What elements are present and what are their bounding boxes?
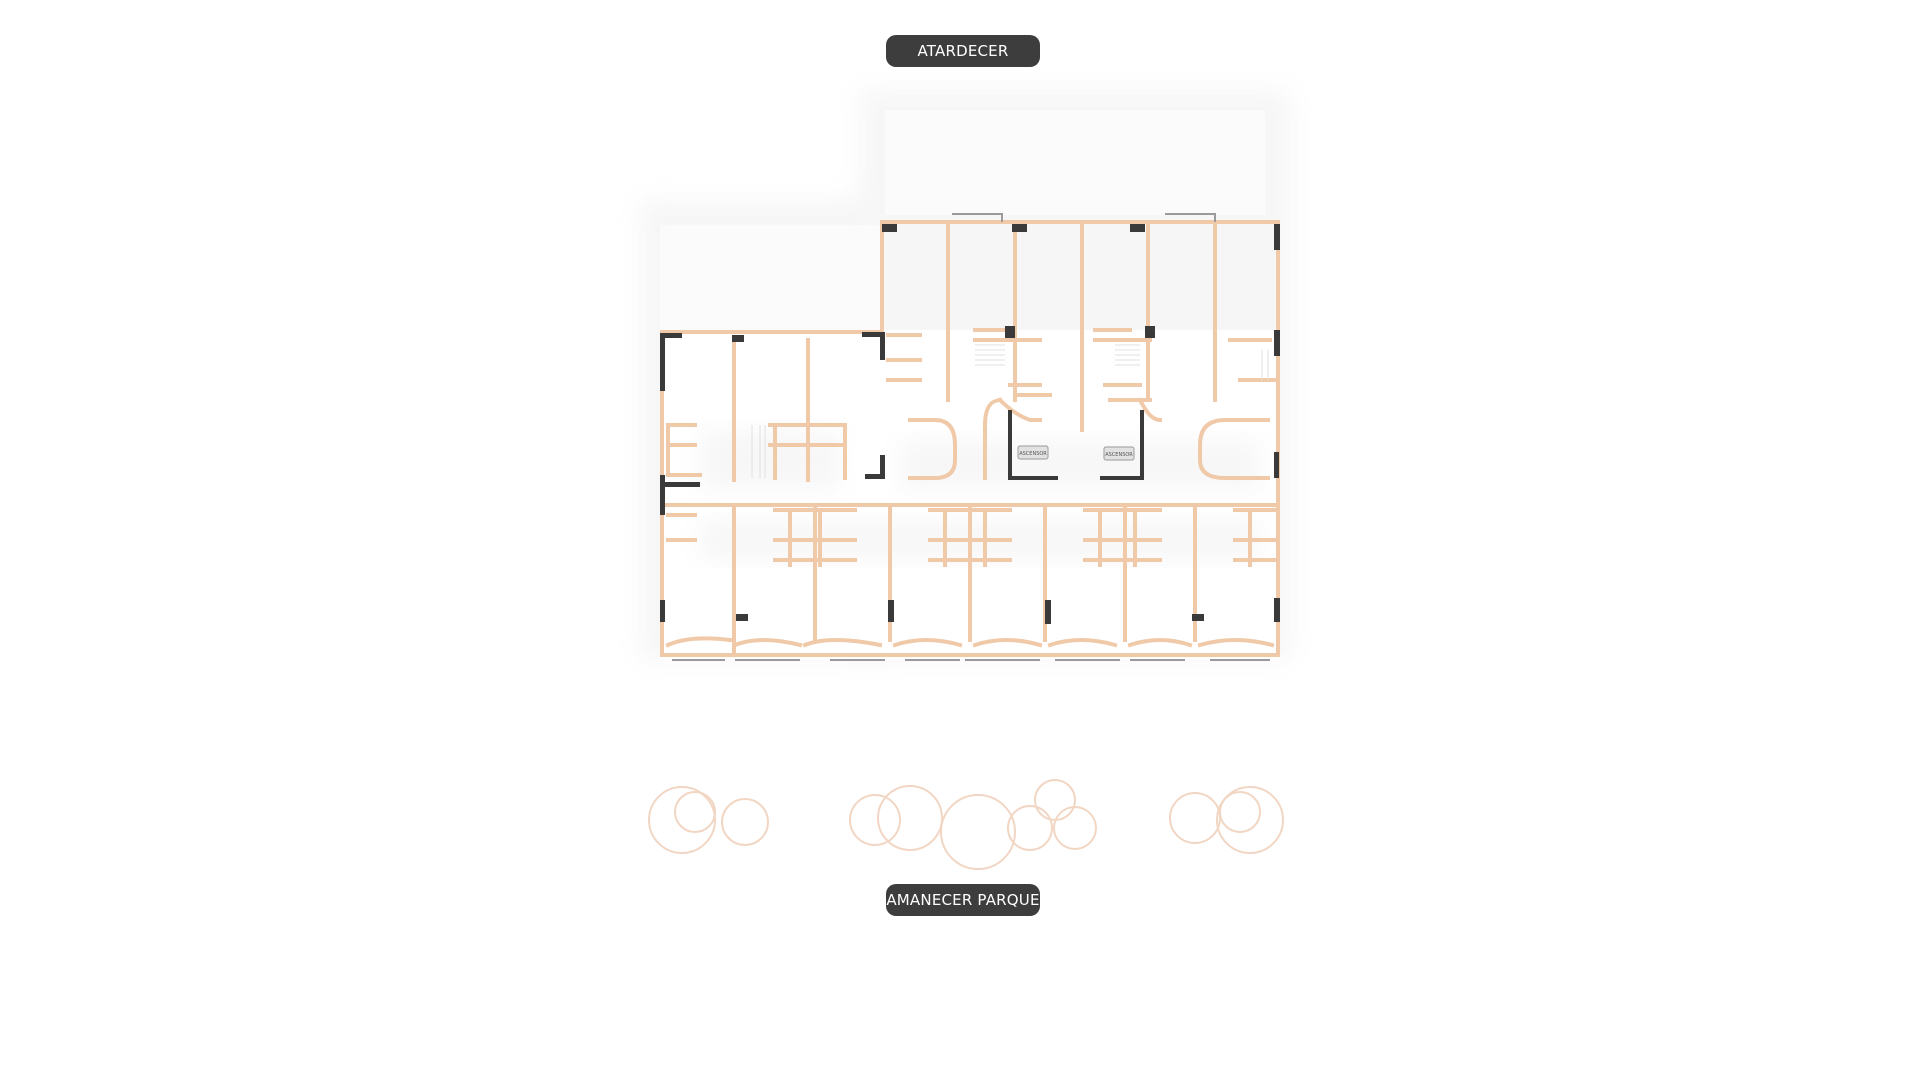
elevator-label: ASCENSOR (1019, 451, 1047, 457)
orientation-label-bottom: AMANECER PARQUE (886, 884, 1040, 916)
stairs (751, 344, 1269, 478)
elevator-right: ASCENSOR (1103, 446, 1135, 461)
orientation-label-top: ATARDECER (886, 35, 1040, 67)
tree-group-right (1169, 786, 1284, 854)
elevator-left: ASCENSOR (1017, 445, 1049, 460)
elevator-label: ASCENSOR (1105, 452, 1133, 458)
facade-outline (672, 213, 1270, 661)
tree-group-center (849, 779, 1097, 870)
elevator-icon (1017, 445, 1049, 460)
tree-canopy-icon (648, 779, 1284, 870)
elevator-icon (1103, 446, 1135, 461)
structural-walls (660, 224, 1280, 624)
tree-group-left (648, 786, 769, 854)
courtyard-areas (660, 110, 1280, 660)
